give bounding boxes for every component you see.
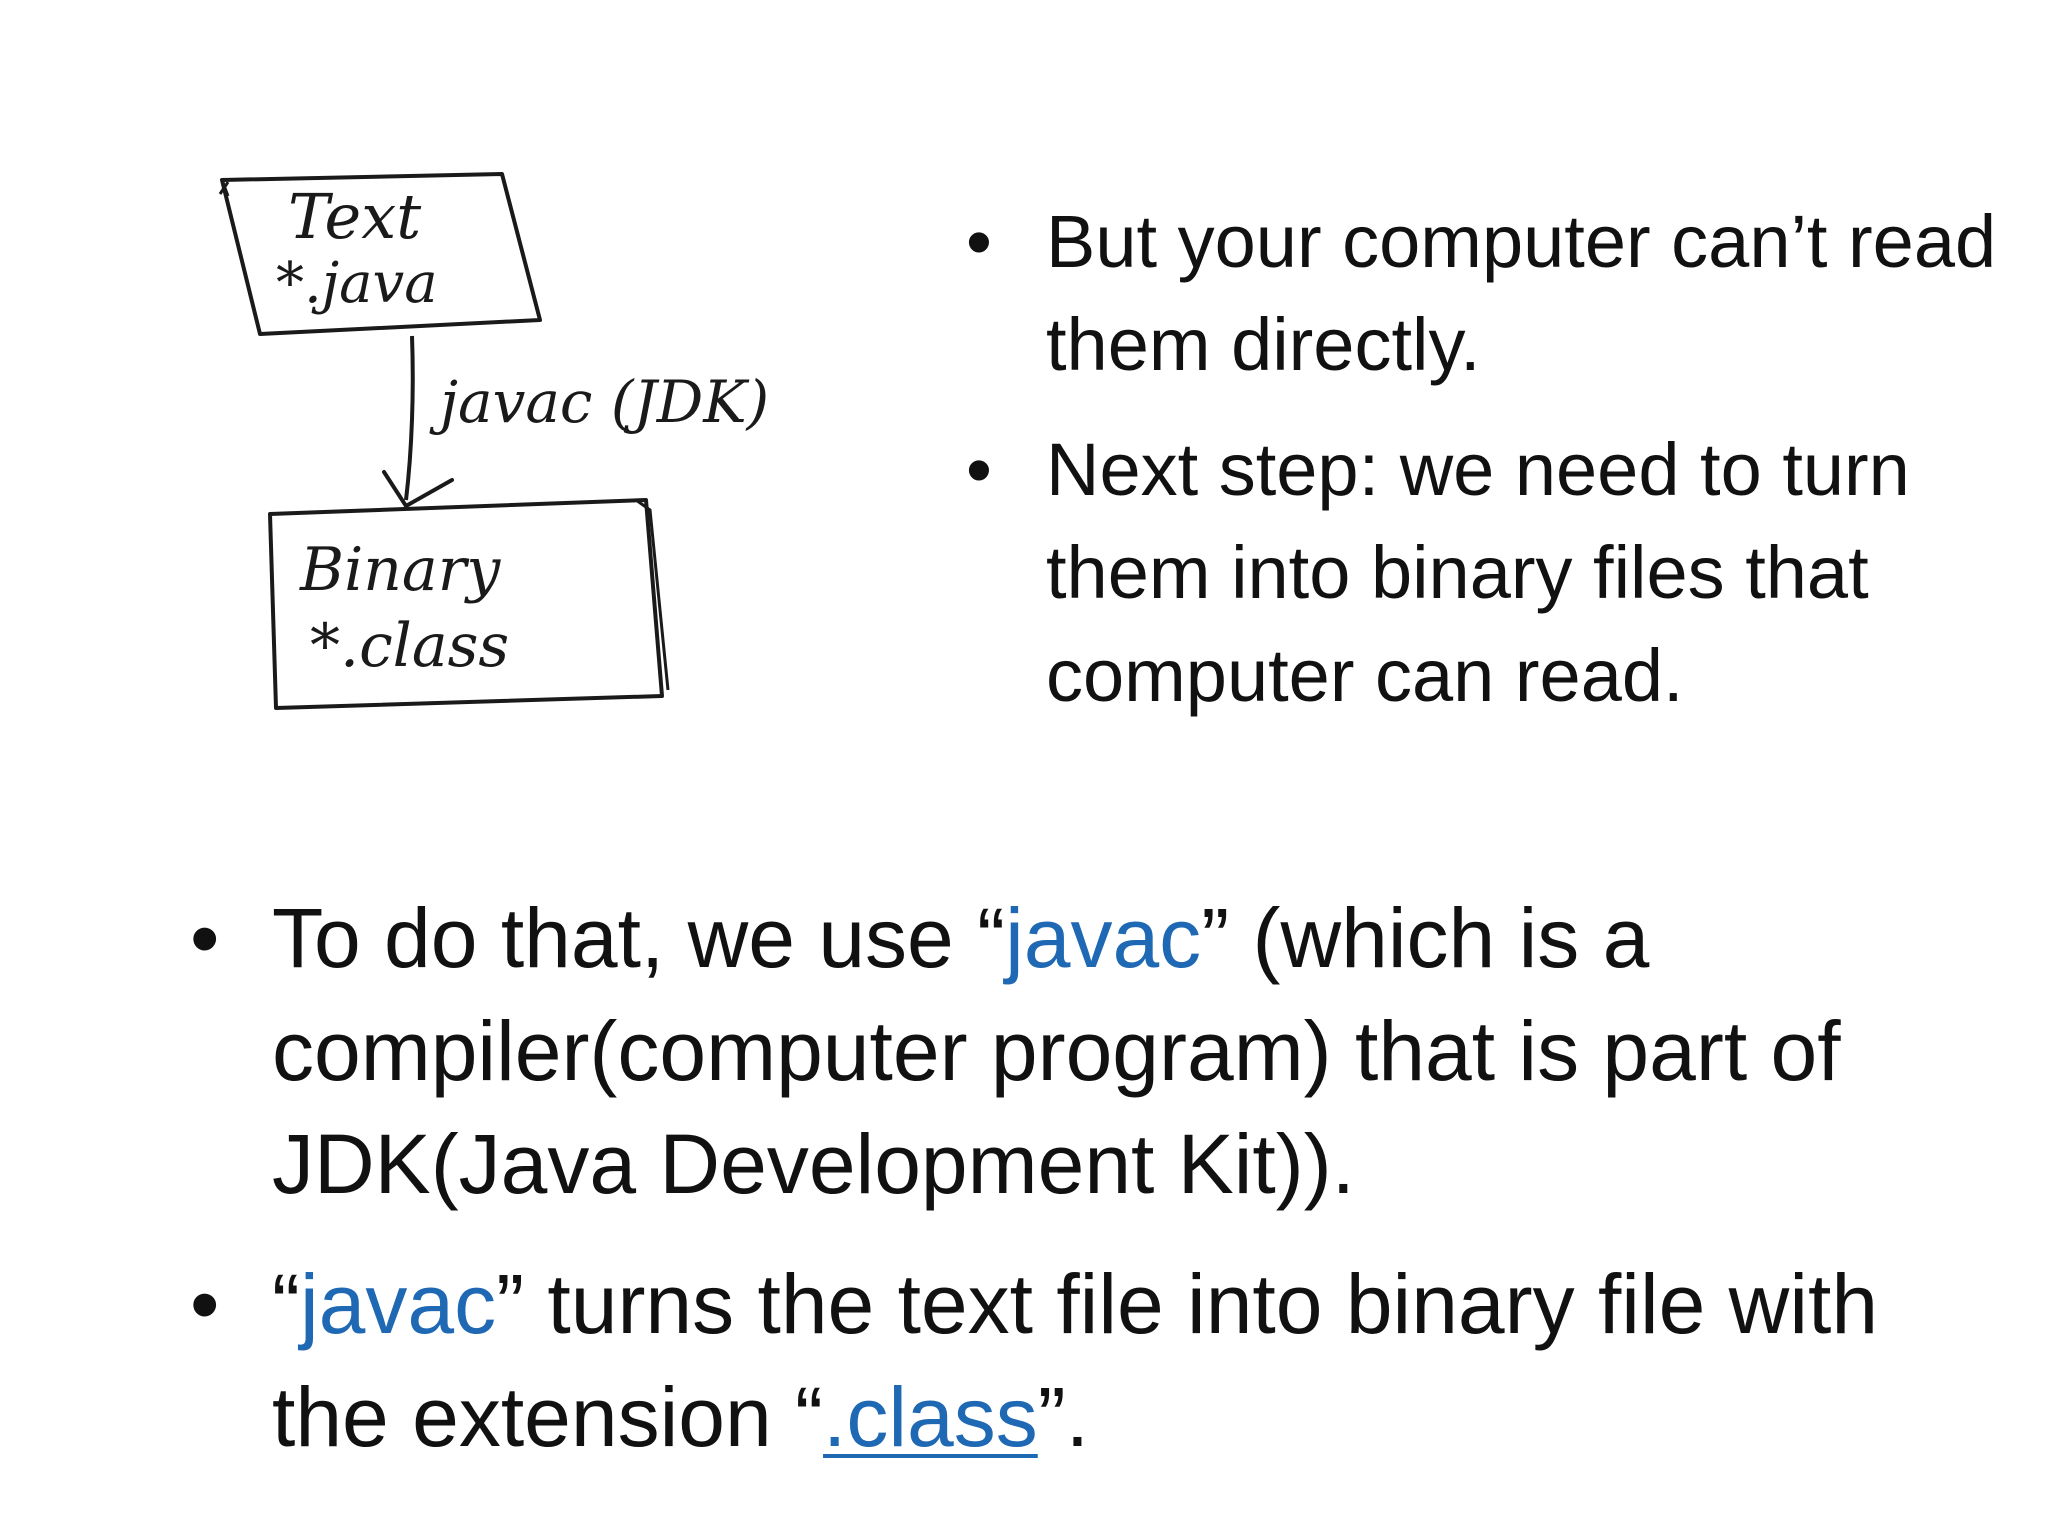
box1-line1: Text	[288, 180, 421, 253]
top-bullet-item: • But your computer can’t read them dire…	[966, 190, 2006, 396]
bullet-dot: •	[966, 200, 992, 283]
box1-line2: *.java	[276, 251, 438, 316]
bullet-dot: •	[966, 428, 992, 511]
box2-line1: Binary	[299, 535, 501, 605]
javac-keyword: javac	[299, 1257, 497, 1351]
top-bullet-list: • But your computer can’t read them dire…	[966, 190, 2006, 749]
text-file-box	[220, 172, 542, 336]
main-bullet-list: • To do that, we use “javac” (which is a…	[190, 882, 2012, 1501]
javac-keyword: javac	[1005, 891, 1202, 985]
bullet-dot: •	[190, 1257, 220, 1351]
top-bullet-text: But your computer can’t read them direct…	[1046, 200, 1997, 386]
bullet-dot: •	[190, 891, 220, 985]
binary-file-box	[268, 498, 664, 710]
compile-arrow	[404, 335, 415, 501]
top-bullet-item: • Next step: we need to turn them into b…	[966, 418, 2006, 727]
box2-line2: *.class	[310, 611, 509, 681]
bullet-text-pre: To do that, we use “	[272, 891, 1006, 985]
top-bullet-text: Next step: we need to turn them into bin…	[1046, 428, 1910, 717]
bullet-text-post: ”.	[1037, 1370, 1090, 1464]
bullet-text-pre: “	[272, 1257, 300, 1351]
box-edge-mark	[635, 498, 670, 691]
arrow-label: javac (JDK)	[429, 368, 769, 436]
main-bullet-item: • To do that, we use “javac” (which is a…	[190, 882, 2012, 1221]
arrow-head	[382, 470, 454, 509]
class-extension-link[interactable]: .class	[823, 1370, 1038, 1464]
bullet-text-post: ” (which is a compiler(computer program)…	[272, 891, 1841, 1211]
handwritten-diagram: Text *.java javac (JDK) Binary *.class	[200, 160, 880, 730]
box-corner-mark	[218, 179, 230, 197]
main-bullet-item: • “javac” turns the text file into binar…	[190, 1248, 2012, 1474]
diagram-svg: Text *.java javac (JDK) Binary *.class	[218, 172, 769, 710]
bullet-text-mid: ” turns the text file into binary file w…	[272, 1257, 1879, 1464]
